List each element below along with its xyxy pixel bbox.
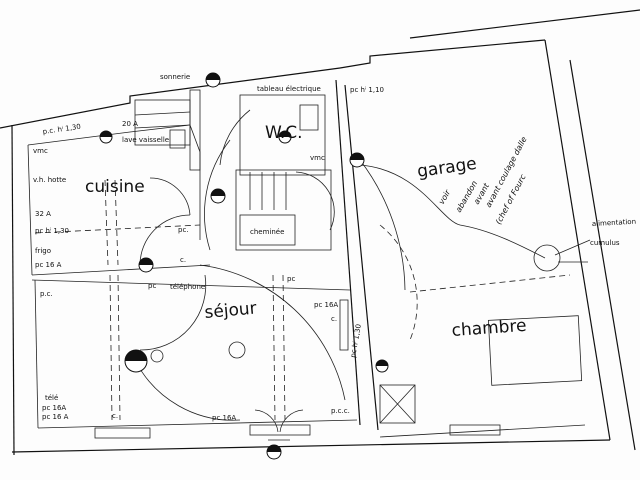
ceiling-light-icon bbox=[228, 341, 246, 359]
outer-walls bbox=[0, 9, 640, 456]
kitchen-counter bbox=[134, 89, 201, 171]
light-icon bbox=[278, 130, 292, 144]
ceiling-light-icon bbox=[150, 349, 164, 363]
label-pc: pc hⁱ 1,30 bbox=[35, 227, 69, 235]
label-pc: pc bbox=[287, 275, 295, 283]
sejour-walls bbox=[31, 264, 358, 433]
label-vmc: vmc bbox=[310, 154, 325, 162]
label-lave-vaisselle: lave vaisselle bbox=[122, 136, 169, 144]
label-c: c. bbox=[180, 256, 186, 264]
label-pc: p.c. bbox=[40, 290, 53, 298]
room-wc: W.C. bbox=[265, 123, 303, 143]
light-icon bbox=[375, 359, 389, 373]
cuisine-walls bbox=[27, 124, 211, 276]
light-fixtures bbox=[99, 72, 389, 460]
note-line: voir bbox=[437, 188, 453, 206]
label-20a: 20 A bbox=[122, 120, 138, 128]
light-icon bbox=[99, 130, 113, 144]
label-pc: p.c. hⁱ 1,30 bbox=[42, 123, 81, 136]
label-pc: pc bbox=[148, 282, 156, 290]
label-vmc: vmc bbox=[33, 147, 48, 155]
label-frigo: frigo bbox=[35, 247, 51, 255]
label-sonnerie: sonnerie bbox=[160, 73, 190, 81]
room-sejour: séjour bbox=[204, 299, 258, 323]
label-pc: pc. bbox=[178, 226, 189, 234]
label-pc-16a: pc 16 A bbox=[42, 413, 69, 421]
label-c: c. bbox=[112, 412, 118, 420]
label-pc-16a: pc 16A bbox=[314, 301, 338, 309]
label-pcc: p.c.c. bbox=[331, 407, 350, 415]
label-cumulus: cumulus bbox=[590, 239, 620, 247]
chambre-walls bbox=[359, 159, 591, 438]
light-icon bbox=[349, 152, 365, 168]
label-pc-16a: pc 16A bbox=[42, 404, 66, 412]
label-telephone: téléphone bbox=[170, 283, 205, 291]
room-garage: garage bbox=[416, 154, 478, 182]
label-pc-garage: pc hⁱ 1,10 bbox=[350, 86, 384, 94]
label-cheminee: cheminée bbox=[250, 228, 284, 236]
room-cuisine: cuisine bbox=[85, 177, 145, 197]
handwritten-note: voir abandon avant avant coulage dalle (… bbox=[437, 135, 529, 226]
label-pc-16a: pc 16A bbox=[212, 414, 236, 422]
light-icon bbox=[138, 257, 154, 273]
room-chambre: chambre bbox=[451, 316, 527, 341]
label-tableau: tableau électrique bbox=[257, 85, 321, 93]
light-icon bbox=[266, 444, 282, 460]
label-pc: pc hⁱ 1,30 bbox=[349, 323, 363, 358]
light-icon bbox=[210, 188, 226, 204]
label-c: c. bbox=[331, 315, 337, 323]
label-pc-16a: pc 16 A bbox=[35, 261, 62, 269]
wc-stairs bbox=[204, 94, 335, 251]
bottom-windows bbox=[94, 424, 501, 441]
light-icon bbox=[124, 349, 148, 373]
label-alimentation: alimentation bbox=[592, 218, 637, 228]
light-icon bbox=[205, 72, 221, 88]
label-hotte: v.h. hotte bbox=[33, 176, 66, 184]
label-32a: 32 A bbox=[35, 210, 51, 218]
label-tele: télé bbox=[45, 394, 58, 402]
